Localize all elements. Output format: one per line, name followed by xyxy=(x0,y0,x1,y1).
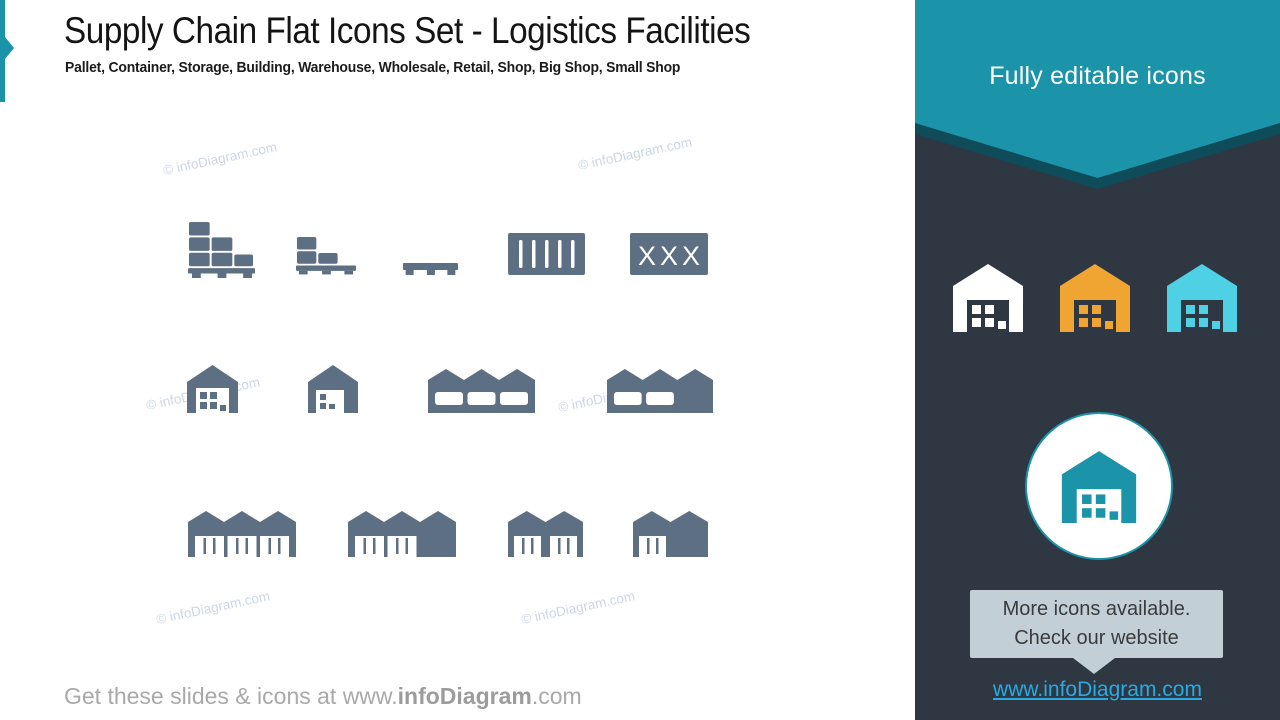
small-shop-icon xyxy=(633,507,708,557)
container-x-icon: XXX xyxy=(630,233,708,275)
watermark: © infoDiagram.com xyxy=(161,139,279,178)
warehouse-orange-icon xyxy=(1060,262,1130,332)
circle-badge xyxy=(1025,412,1173,560)
accent-arrow-icon xyxy=(5,37,14,59)
banner-ribbon xyxy=(915,0,1280,178)
footer-brand: infoDiagram xyxy=(397,683,532,709)
pallet-small-icon xyxy=(296,237,356,278)
watermark: © infoDiagram.com xyxy=(154,588,272,627)
footer-note: Get these slides & icons at www.infoDiag… xyxy=(64,683,582,710)
footer-prefix: Get these slides & icons at www. xyxy=(64,683,398,709)
bubble-line2: Check our website xyxy=(1014,627,1179,649)
watermark: © infoDiagram.com xyxy=(576,134,694,173)
container-icon xyxy=(508,233,585,275)
warehouse-icon xyxy=(428,366,535,413)
storage-icon xyxy=(187,365,238,413)
pallet-loaded-icon xyxy=(188,222,255,278)
page-subtitle: Pallet, Container, Storage, Building, Wa… xyxy=(65,59,681,76)
watermark: © infoDiagram.com xyxy=(519,588,637,627)
footer-suffix: .com xyxy=(531,683,582,709)
banner-label: Fully editable icons xyxy=(989,62,1206,90)
warehouse-badge-icon xyxy=(1059,449,1139,523)
page-title: Supply Chain Flat Icons Set - Logistics … xyxy=(64,10,751,51)
warehouse-cyan-icon xyxy=(1167,262,1237,332)
accent-bar xyxy=(0,0,5,102)
sidebar: Fully editable icons More icons availabl… xyxy=(915,0,1280,720)
retail-icon xyxy=(188,507,296,557)
more-icons-bubble: More icons available. Check our website xyxy=(970,590,1223,658)
pallet-empty-icon xyxy=(403,263,458,278)
building-icon xyxy=(308,365,358,413)
warehouse-white-icon xyxy=(953,262,1023,332)
container-x-label: XXX xyxy=(638,241,704,271)
website-link[interactable]: www.infoDiagram.com xyxy=(993,678,1202,701)
wholesale-icon xyxy=(607,366,713,413)
big-shop-icon xyxy=(508,507,583,557)
shop-icon xyxy=(348,507,456,557)
bubble-pointer xyxy=(1073,658,1115,674)
bubble-line1: More icons available. xyxy=(1002,598,1191,620)
